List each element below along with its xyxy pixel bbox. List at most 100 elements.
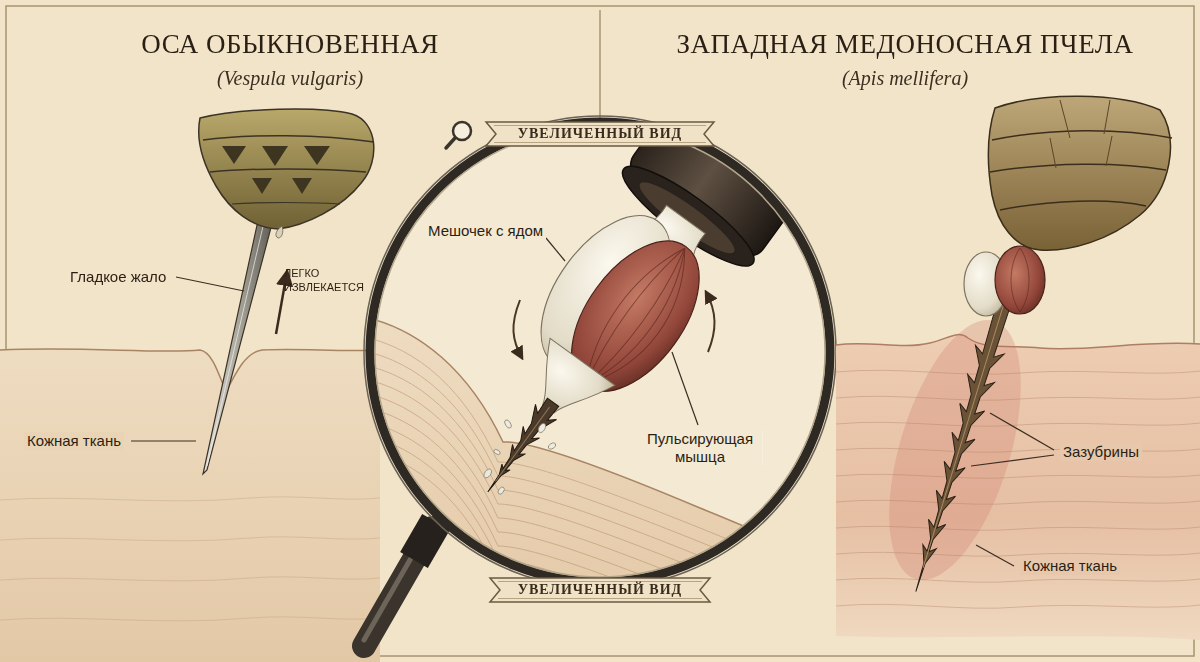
bee-abdomen xyxy=(1050,100,1112,168)
venom-apparatus xyxy=(477,395,563,500)
wasp-abdomen xyxy=(262,146,288,166)
bee-skin xyxy=(836,500,1200,504)
bee-skin xyxy=(836,448,1200,452)
part-label: Пульсирующая мышца xyxy=(638,430,763,466)
leader-line xyxy=(546,238,698,425)
bee-venom-sac xyxy=(995,246,1045,314)
wasp-abdomen xyxy=(222,146,246,164)
pulse-arrow xyxy=(706,292,715,352)
barbed-stinger xyxy=(901,296,1019,596)
venom-splash xyxy=(493,449,501,456)
bee-skin xyxy=(836,305,1200,640)
wasp-abdomen xyxy=(252,178,272,194)
magnified-view xyxy=(360,72,850,662)
wasp-skin xyxy=(0,349,380,662)
wasp-skin xyxy=(0,349,380,662)
leader-line xyxy=(546,238,565,261)
venom-apparatus xyxy=(495,407,549,481)
wasp-stinger xyxy=(207,222,264,466)
wasp-stinger xyxy=(203,216,273,474)
lens-rim xyxy=(370,122,830,582)
part-label: Кожная ткань xyxy=(24,432,124,450)
leader-line xyxy=(131,277,244,441)
magnified-skin xyxy=(360,406,850,656)
leader-line xyxy=(976,545,1014,566)
bee-skin xyxy=(836,474,1200,478)
wasp-abdomen xyxy=(232,203,340,205)
species-name: (Apis mellifera) xyxy=(842,66,968,90)
magnifier-icon xyxy=(446,138,455,148)
leader-line xyxy=(971,413,1054,566)
wasp-abdomen xyxy=(276,226,283,238)
lens-rim xyxy=(364,116,836,588)
wasp-skin xyxy=(0,497,380,621)
banner-ribbon xyxy=(486,122,714,146)
bee-skin xyxy=(836,526,1200,530)
leader-line xyxy=(672,352,698,425)
lens-rim xyxy=(375,127,825,577)
wasp-abdomen xyxy=(304,146,330,165)
bee-skin xyxy=(836,578,1200,582)
leader-line xyxy=(971,455,1054,466)
wasp-skin xyxy=(0,349,380,392)
part-label: Гладкое жало xyxy=(70,268,166,286)
venom-apparatus xyxy=(570,237,685,384)
venom-apparatus xyxy=(497,486,506,495)
bee-skin xyxy=(836,422,1200,426)
wasp-skin xyxy=(0,577,380,581)
bee-venom-sac xyxy=(964,246,1045,316)
barbed-stinger xyxy=(901,296,1019,596)
panel-divider xyxy=(599,10,601,118)
bee-abdomen xyxy=(992,131,1172,140)
magnified-skin xyxy=(360,448,850,662)
magnifier-handle xyxy=(414,522,436,560)
barbed-stinger xyxy=(923,304,1004,568)
wasp-abdomen xyxy=(199,109,374,229)
magnifier-handle xyxy=(364,522,436,646)
venom-splash xyxy=(547,442,556,450)
part-label: Зазубрины xyxy=(1060,443,1142,461)
wasp-skin xyxy=(0,617,380,621)
venom-splash xyxy=(537,422,547,434)
banner-label: УВЕЛИЧЕННЫЙ ВИД xyxy=(518,124,682,144)
bee-abdomen xyxy=(1000,201,1146,210)
venom-apparatus xyxy=(586,248,692,389)
bee-abdomen xyxy=(988,96,1172,250)
panel-heading: ЗАПАДНАЯ МЕДОНОСНАЯ ПЧЕЛА xyxy=(676,28,1133,60)
banner-ribbon xyxy=(486,122,714,602)
pulse-arrow xyxy=(513,300,522,358)
arrow-caption: ЛЕГКО ИЗВЛЕКАЕТСЯ xyxy=(284,266,374,295)
venom-splash xyxy=(504,419,513,429)
bee-abdomen xyxy=(990,164,1166,172)
wasp-abdomen xyxy=(203,136,374,142)
venom-apparatus xyxy=(579,243,685,384)
lens-rim xyxy=(364,116,836,588)
pulse-arrow xyxy=(513,292,714,358)
bee-venom-sac xyxy=(1011,248,1029,312)
bee-skin xyxy=(836,604,1200,608)
wasp-stinger xyxy=(203,216,273,474)
bee-skin xyxy=(836,370,1200,374)
leader-line xyxy=(131,440,196,441)
wasp-abdomen xyxy=(292,178,312,194)
wasp-abdomen xyxy=(199,109,374,238)
bee-skin xyxy=(836,552,1200,556)
venom-splash xyxy=(493,419,557,456)
venom-apparatus xyxy=(482,468,493,480)
venom-apparatus xyxy=(516,338,615,432)
bee-skin xyxy=(836,335,1200,349)
wasp-abdomen xyxy=(210,169,366,172)
banner-label: УВЕЛИЧЕННЫЙ ВИД xyxy=(518,580,682,600)
species-name: (Vespula vulgaris) xyxy=(217,66,363,90)
panel-heading: ОСА ОБЫКНОВЕННАЯ xyxy=(141,28,438,60)
wasp-skin xyxy=(0,497,380,501)
bee-abdomen xyxy=(988,96,1170,250)
part-label: Кожная ткань xyxy=(1020,557,1120,575)
banner-ribbon xyxy=(490,578,710,602)
bee-skin xyxy=(836,370,1200,608)
wasp-skin xyxy=(0,537,380,541)
magnifier-icon xyxy=(446,122,471,148)
